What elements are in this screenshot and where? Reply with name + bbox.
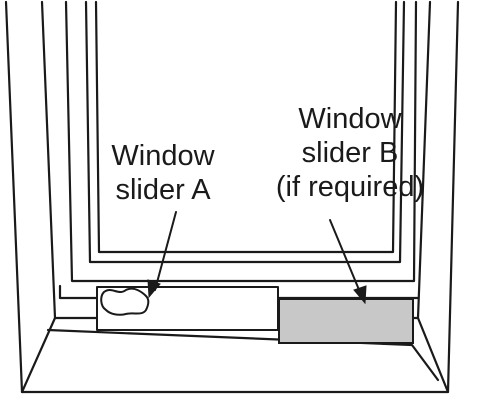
leader-line-slider-a <box>154 211 177 291</box>
arrowhead-slider-a <box>147 279 161 299</box>
slider-b-label-line3: (if required) <box>275 171 425 203</box>
window-sash-outer <box>64 0 418 283</box>
slider-a-label-line1: Window <box>111 140 215 172</box>
leader-line-slider-b <box>329 219 363 298</box>
window-slider-b <box>278 298 414 344</box>
slider-b-label-line2: slider B <box>301 137 399 169</box>
slider-a-label-line2: slider A <box>115 174 211 206</box>
slider-b-label-line1: Window <box>298 103 402 135</box>
window-frame-outer <box>4 0 460 394</box>
slider-b-callout-label: Window slider B (if required) <box>250 102 450 204</box>
slider-a-callout-label: Window slider A <box>88 139 238 207</box>
arrowhead-slider-b <box>353 285 367 305</box>
window-slider-a <box>96 286 279 331</box>
window-sill-line <box>46 328 440 382</box>
slider-a-latch-icon <box>100 287 150 316</box>
window-glass-inner <box>94 0 398 254</box>
window-sill-bevel-right <box>416 316 450 394</box>
window-sash-inner <box>84 0 406 264</box>
